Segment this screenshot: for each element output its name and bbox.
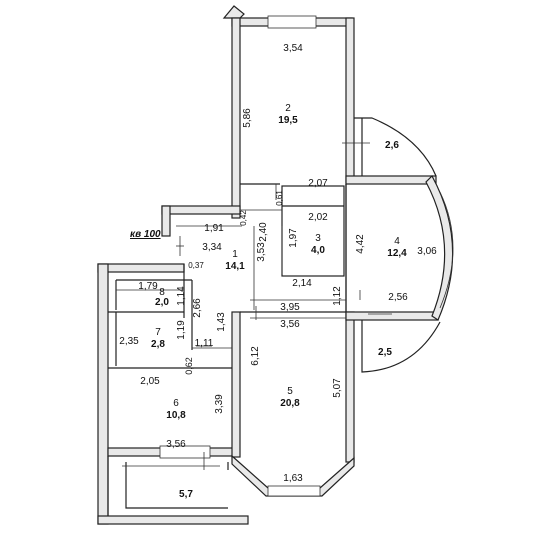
dim-1-43: 1,43 xyxy=(216,312,227,332)
room-5-number: 5 xyxy=(287,386,293,397)
dim-0-61: 0,61 xyxy=(275,190,284,206)
room-6-area: 10,8 xyxy=(166,410,186,421)
dimension-labels: 3,54 5,86 2,07 0,61 0,42 1,91 2,02 2,40 … xyxy=(119,43,437,484)
room-1-number: 1 xyxy=(232,249,238,260)
dim-2-14: 2,14 xyxy=(292,278,312,289)
balcony-top-area: 2,6 xyxy=(385,140,399,151)
room-2-area: 19,5 xyxy=(278,115,298,126)
dim-1-19: 1,19 xyxy=(176,320,187,340)
room-8-number: 8 xyxy=(159,287,165,298)
dim-2-66: 2,66 xyxy=(192,298,203,318)
balcony-right-outline xyxy=(361,320,441,373)
dim-6-12: 6,12 xyxy=(250,346,261,366)
dim-1-79: 1,79 xyxy=(138,281,158,292)
room-4-area: 12,4 xyxy=(387,248,407,259)
room-7-number: 7 xyxy=(155,327,161,338)
balcony-bottom-area: 5,7 xyxy=(179,489,193,500)
balcony-top-outline xyxy=(354,117,437,177)
dim-3-54: 3,54 xyxy=(283,43,303,54)
dim-1-91: 1,91 xyxy=(204,223,224,234)
apartment-label: кв 100 xyxy=(130,229,161,240)
dim-0-42: 0,42 xyxy=(239,210,248,226)
room-3-area: 4,0 xyxy=(311,245,325,256)
bay-window-room-4 xyxy=(425,175,454,321)
room-5-area: 20,8 xyxy=(280,398,300,409)
room-2-number: 2 xyxy=(285,103,291,114)
dim-5-86: 5,86 xyxy=(242,108,253,128)
dim-3-56-a: 3,56 xyxy=(280,319,300,330)
windows xyxy=(159,15,317,459)
dim-3-06: 3,06 xyxy=(417,246,437,257)
balcony-labels: 2,6 2,5 5,7 xyxy=(179,140,399,500)
room-1-area: 14,1 xyxy=(225,261,245,272)
room-labels: 2 19,5 1 14,1 3 4,0 4 12,4 8 2,0 7 2,8 5… xyxy=(151,103,407,421)
dim-2-40: 2,40 xyxy=(258,222,269,242)
dimension-lines xyxy=(116,209,361,467)
dim-3-56-b: 3,56 xyxy=(166,439,186,450)
dim-3-95: 3,95 xyxy=(280,302,300,313)
exterior-walls xyxy=(97,5,439,525)
bay-window-room-5 xyxy=(231,454,355,497)
room-6-number: 6 xyxy=(173,398,179,409)
dim-5-07: 5,07 xyxy=(332,378,343,398)
dim-1-63: 1,63 xyxy=(283,473,303,484)
dim-1-11: 1,11 xyxy=(195,338,214,349)
dim-2-35: 2,35 xyxy=(119,336,139,347)
dim-0-62: 0,62 xyxy=(184,357,194,375)
dim-3-34: 3,34 xyxy=(202,242,222,253)
room-4-number: 4 xyxy=(394,236,400,247)
dim-1-97: 1,97 xyxy=(288,228,299,248)
balcony-right-area: 2,5 xyxy=(378,347,392,358)
room-3-number: 3 xyxy=(315,233,321,244)
dim-3-39: 3,39 xyxy=(214,394,225,414)
dim-1-12: 1,12 xyxy=(332,286,343,306)
dim-4-42: 4,42 xyxy=(355,234,366,254)
dim-2-05: 2,05 xyxy=(140,376,160,387)
room-7-area: 2,8 xyxy=(151,339,165,350)
room-8-area: 2,0 xyxy=(155,297,169,308)
dim-2-07: 2,07 xyxy=(308,178,328,189)
dim-2-56: 2,56 xyxy=(388,292,408,303)
dim-1-14: 1,14 xyxy=(176,286,187,306)
dim-2-02: 2,02 xyxy=(308,212,328,223)
dim-3-53: 3,53 xyxy=(256,242,267,262)
dim-0-37: 0,37 xyxy=(188,261,204,270)
balcony-bottom-outline xyxy=(107,456,229,516)
